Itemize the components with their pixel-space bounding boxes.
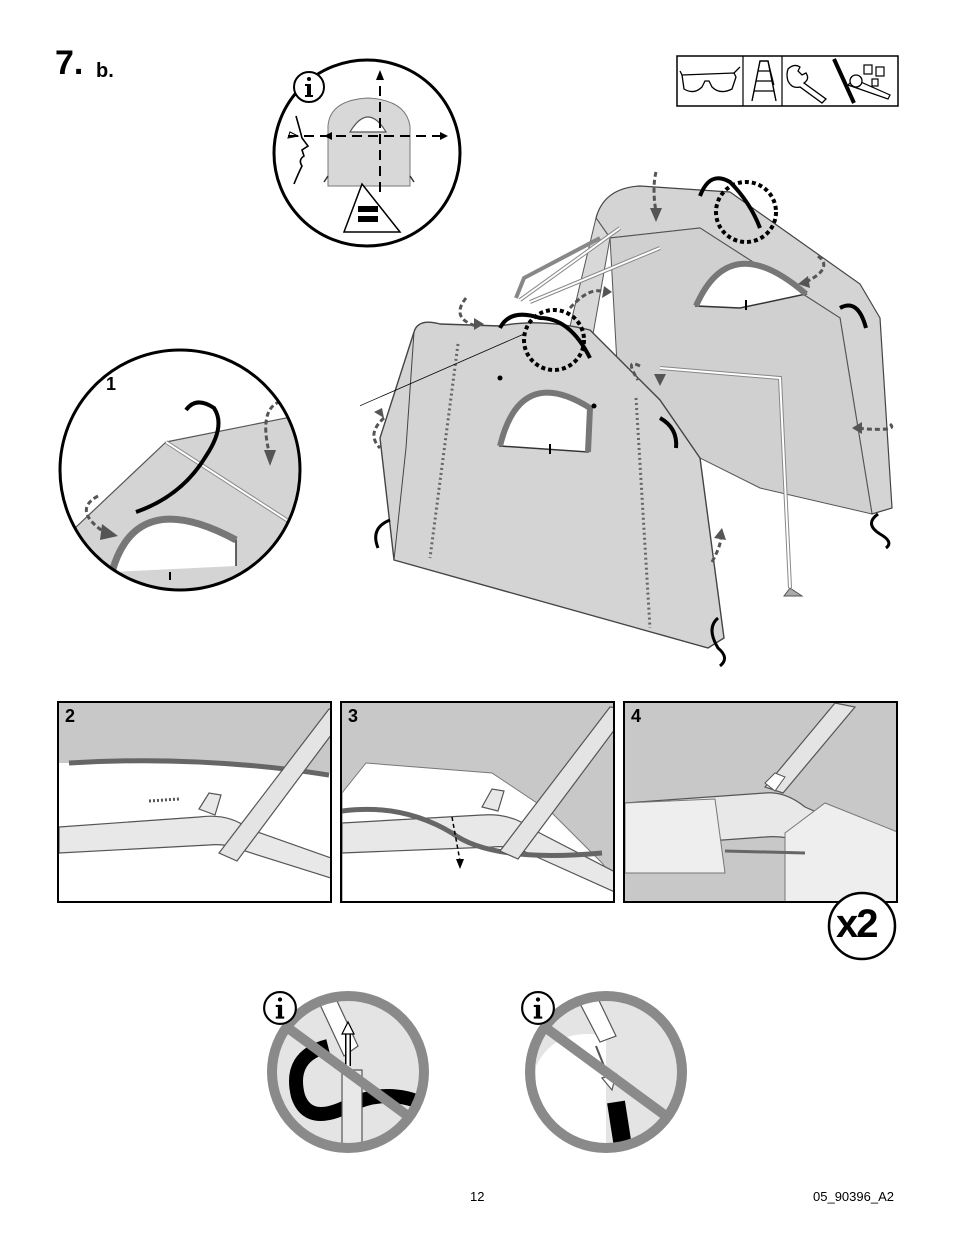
step-number: 7. xyxy=(55,44,83,83)
panel-3-label: 3 xyxy=(348,706,358,727)
warning-circle-1 xyxy=(258,986,438,1166)
warning-circle-2 xyxy=(516,986,696,1166)
info-icon xyxy=(520,990,556,1026)
detail-1-label: 1 xyxy=(106,374,116,395)
multiplier-badge: x2 xyxy=(826,890,898,962)
panel-2-label: 2 xyxy=(65,706,75,727)
info-badge-icon xyxy=(292,70,326,104)
panel-4: 4 xyxy=(623,701,898,903)
panel-2: 2 xyxy=(57,701,332,903)
shed-illustration xyxy=(360,168,910,668)
document-code: 05_90396_A2 xyxy=(813,1189,894,1204)
info-icon xyxy=(262,990,298,1026)
tools-box xyxy=(676,55,899,107)
panel-3: 3 xyxy=(340,701,615,903)
step-substep: b. xyxy=(96,60,114,83)
detail-1-circle: 1 xyxy=(56,346,304,594)
page-number: 12 xyxy=(470,1189,484,1204)
panel-4-label: 4 xyxy=(631,706,641,727)
multiplier-text: x2 xyxy=(836,902,877,947)
